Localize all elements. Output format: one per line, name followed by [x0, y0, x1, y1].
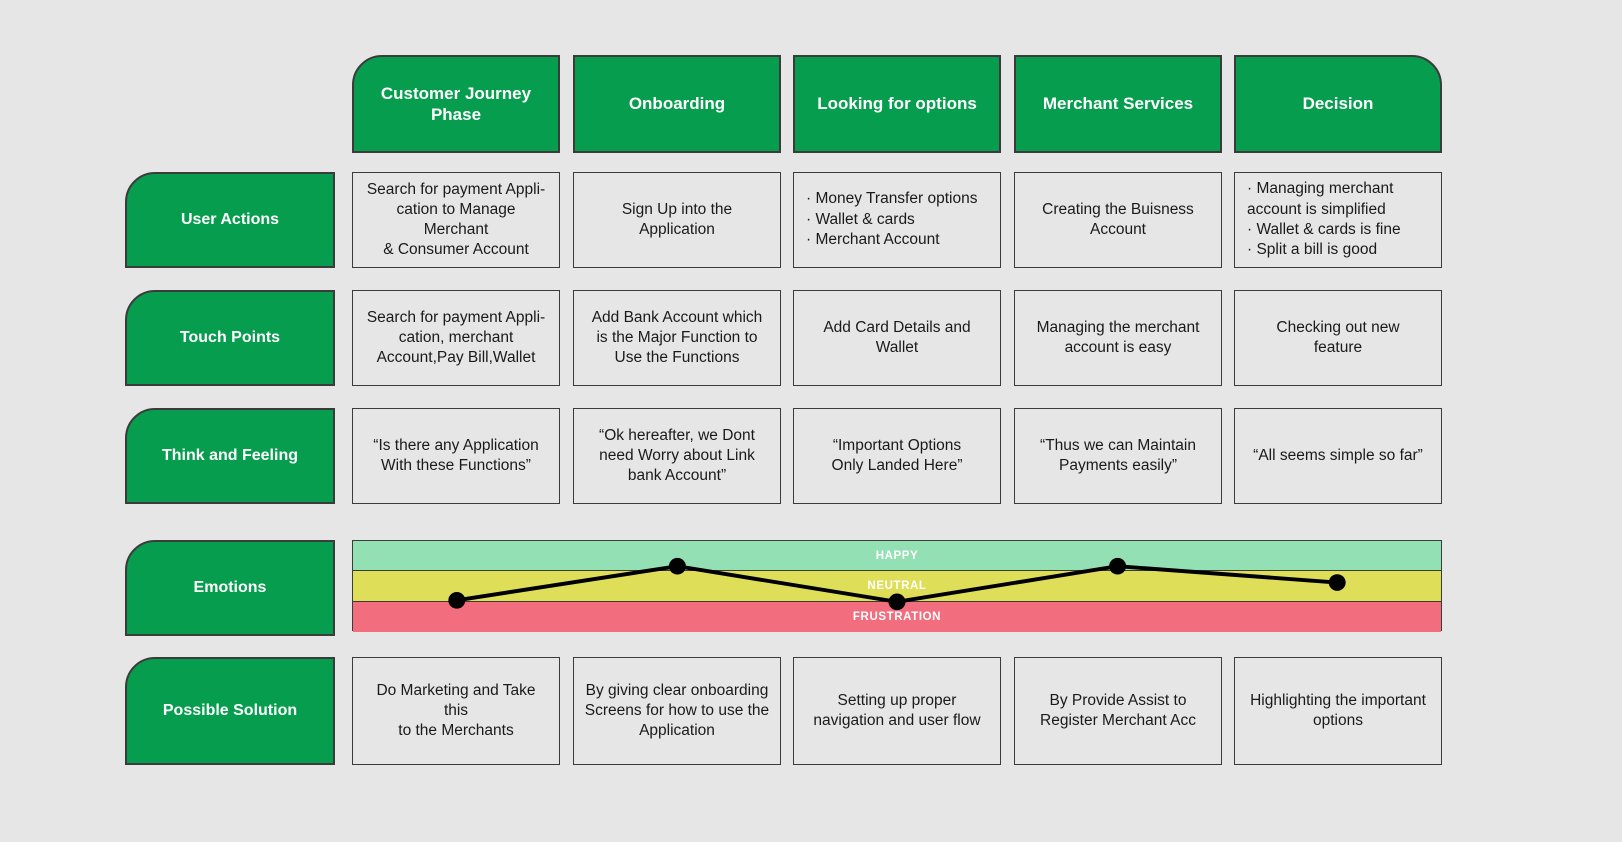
- bullet-list: · Managing merchant account is simplifie…: [1235, 173, 1441, 267]
- cell-r3-c3[interactable]: “Important Options Only Landed Here”: [793, 408, 1001, 504]
- cell-r2-c5[interactable]: Checking out new feature: [1234, 290, 1442, 386]
- cell-r1-c5[interactable]: · Managing merchant account is simplifie…: [1234, 172, 1442, 268]
- bullet-item: · Split a bill is good: [1247, 241, 1378, 259]
- cell-r5-c5[interactable]: Highlighting the important options: [1234, 657, 1442, 765]
- emotion-point-1[interactable]: [448, 592, 466, 609]
- bullet-item: · Merchant Account: [806, 231, 940, 249]
- cell-r1-c2[interactable]: Sign Up into the Application: [573, 172, 781, 268]
- phase-header-3[interactable]: Looking for options: [793, 55, 1001, 153]
- cell-r1-c1[interactable]: Search for payment Appli- cation to Mana…: [352, 172, 560, 268]
- phase-header-2[interactable]: Onboarding: [573, 55, 781, 153]
- cell-r1-c4[interactable]: Creating the Buisness Account: [1014, 172, 1222, 268]
- cell-r3-c5[interactable]: “All seems simple so far”: [1234, 408, 1442, 504]
- emotion-band-happy: HAPPY: [353, 541, 1441, 572]
- emotion-point-2[interactable]: [668, 557, 686, 575]
- cell-r3-c4[interactable]: “Thus we can Maintain Payments easily”: [1014, 408, 1222, 504]
- bullet-item: · Managing merchant account is simplifie…: [1247, 180, 1394, 218]
- cell-r3-c2[interactable]: “Ok hereafter, we Dont need Worry about …: [573, 408, 781, 504]
- row-label-1[interactable]: User Actions: [125, 172, 335, 268]
- row-label-4[interactable]: Emotions: [125, 540, 335, 636]
- emotion-point-5[interactable]: [1328, 574, 1346, 591]
- cell-r5-c4[interactable]: By Provide Assist to Register Merchant A…: [1014, 657, 1222, 765]
- cell-r2-c3[interactable]: Add Card Details and Wallet: [793, 290, 1001, 386]
- cell-r1-c3[interactable]: · Money Transfer options · Wallet & cards…: [793, 172, 1001, 268]
- emotion-band-label: FRUSTRATION: [852, 610, 942, 623]
- cell-r5-c2[interactable]: By giving clear onboarding Screens for h…: [573, 657, 781, 765]
- emotion-point-3[interactable]: [888, 593, 906, 611]
- bullet-list: · Money Transfer options · Wallet & cards…: [794, 173, 1000, 267]
- cell-r5-c3[interactable]: Setting up proper navigation and user fl…: [793, 657, 1001, 765]
- cell-r2-c1[interactable]: Search for payment Appli- cation, mercha…: [352, 290, 560, 386]
- bullet-item: · Wallet & cards is fine: [1247, 221, 1401, 238]
- emotion-line-svg: [448, 557, 1346, 611]
- cell-r5-c1[interactable]: Do Marketing and Take this to the Mercha…: [352, 657, 560, 765]
- emotion-band-label: NEUTRAL: [867, 579, 927, 592]
- bullet-item: · Wallet & cards: [806, 210, 915, 228]
- emotions-chart[interactable]: HAPPY NEUTRAL FRUSTRATION: [352, 540, 1442, 632]
- phase-header-5[interactable]: Decision: [1234, 55, 1442, 153]
- bullet-item: · Money Transfer options: [806, 190, 978, 208]
- cell-r2-c4[interactable]: Managing the merchant account is easy: [1014, 290, 1222, 386]
- phase-header-4[interactable]: Merchant Services: [1014, 55, 1222, 153]
- row-label-5[interactable]: Possible Solution: [125, 657, 335, 765]
- emotion-point-4[interactable]: [1109, 557, 1127, 575]
- phase-header-1[interactable]: Customer Journey Phase: [352, 55, 560, 153]
- row-label-2[interactable]: Touch Points: [125, 290, 335, 386]
- cell-r3-c1[interactable]: “Is there any Application With these Fun…: [352, 408, 560, 504]
- cell-r2-c2[interactable]: Add Bank Account which is the Major Func…: [573, 290, 781, 386]
- emotion-band-label: HAPPY: [875, 549, 919, 562]
- row-label-3[interactable]: Think and Feeling: [125, 408, 335, 504]
